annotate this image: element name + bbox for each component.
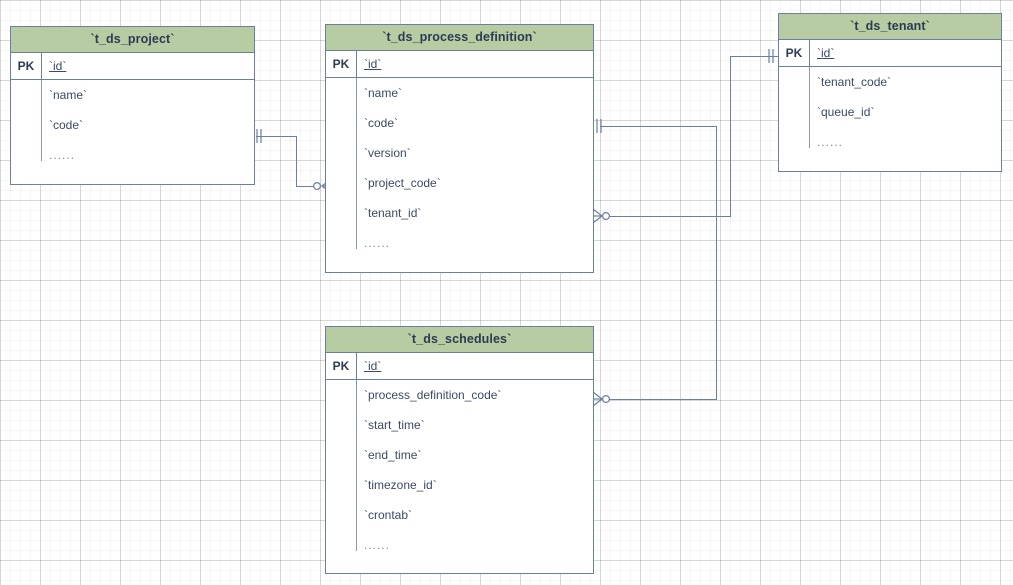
field-row: `code` <box>49 118 84 132</box>
cardinality-zero-or-many-pd-code <box>592 391 612 409</box>
field-column-divider <box>809 67 810 148</box>
pk-field-name: `id` <box>49 59 67 73</box>
connector-project-process-h2 <box>296 186 316 187</box>
connector-project-process-v <box>296 136 297 186</box>
entity-title-t-ds-process-definition: `t_ds_process_definition` <box>326 25 593 51</box>
field-row-ellipsis: ...... <box>49 148 76 162</box>
entity-t-ds-tenant[interactable]: `t_ds_tenant` PK `id` `tenant_code` `que… <box>778 13 1002 172</box>
field-row-ellipsis: ...... <box>364 236 391 250</box>
pk-field-name: `id` <box>817 46 835 60</box>
field-row: `start_time` <box>364 418 425 432</box>
entity-fields-t-ds-project: `name` `code` ...... <box>11 80 254 170</box>
field-row: `version` <box>364 146 411 160</box>
pk-badge: PK <box>17 59 35 73</box>
field-row-ellipsis: ...... <box>817 135 844 149</box>
pk-field-name: `id` <box>364 57 382 71</box>
connector-pd-schedules-h1 <box>600 126 717 127</box>
entity-pk-row-t-ds-process-definition: PK `id` <box>326 51 593 78</box>
entity-title-t-ds-tenant: `t_ds_tenant` <box>779 14 1001 40</box>
field-row: `timezone_id` <box>364 478 437 492</box>
cardinality-zero-or-many-tenant-id <box>592 208 612 226</box>
connector-tenant-pd-h1 <box>608 216 731 217</box>
field-row: `code` <box>364 116 399 130</box>
cardinality-one-tenant-id <box>766 48 780 64</box>
entity-t-ds-project[interactable]: `t_ds_project` PK `id` `name` `code` ...… <box>10 26 255 185</box>
field-column-divider <box>41 80 42 161</box>
entity-pk-row-t-ds-schedules: PK `id` <box>326 353 593 380</box>
entity-fields-t-ds-process-definition: `name` `code` `version` `project_code` `… <box>326 78 593 258</box>
pk-column-divider <box>356 353 357 379</box>
field-column-divider <box>356 380 357 551</box>
field-row: `process_definition_code` <box>364 388 502 402</box>
entity-fields-t-ds-schedules: `process_definition_code` `start_time` `… <box>326 380 593 560</box>
entity-pk-row-t-ds-project: PK `id` <box>11 53 254 80</box>
entity-title-t-ds-schedules: `t_ds_schedules` <box>326 327 593 353</box>
connector-project-process-h1 <box>256 136 296 137</box>
field-row: `name` <box>364 86 403 100</box>
entity-pk-row-t-ds-tenant: PK `id` <box>779 40 1001 67</box>
field-row-ellipsis: ...... <box>364 538 391 552</box>
pk-field-name: `id` <box>364 359 382 373</box>
field-row: `queue_id` <box>817 105 875 119</box>
field-row: `project_code` <box>364 176 441 190</box>
cardinality-one-project-code <box>254 128 268 144</box>
entity-t-ds-process-definition[interactable]: `t_ds_process_definition` PK `id` `name`… <box>325 24 594 273</box>
field-row: `crontab` <box>364 508 413 522</box>
pk-column-divider <box>41 53 42 79</box>
field-row: `name` <box>49 88 88 102</box>
connector-pd-schedules-h2 <box>608 399 717 400</box>
entity-fields-t-ds-tenant: `tenant_code` `queue_id` ...... <box>779 67 1001 157</box>
field-column-divider <box>356 78 357 249</box>
pk-badge: PK <box>785 46 803 60</box>
pk-badge: PK <box>332 57 350 71</box>
pk-column-divider <box>809 40 810 66</box>
field-row: `end_time` <box>364 448 422 462</box>
field-row: `tenant_id` <box>364 206 422 220</box>
entity-title-t-ds-project: `t_ds_project` <box>11 27 254 53</box>
entity-t-ds-schedules[interactable]: `t_ds_schedules` PK `id` `process_defini… <box>325 326 594 574</box>
connector-pd-schedules-v <box>716 126 717 400</box>
connector-tenant-pd-h2 <box>730 56 778 57</box>
connector-tenant-pd-v <box>730 56 731 216</box>
pk-column-divider <box>356 51 357 77</box>
field-row: `tenant_code` <box>817 75 892 89</box>
pk-badge: PK <box>332 359 350 373</box>
cardinality-one-pd-code <box>594 118 608 134</box>
